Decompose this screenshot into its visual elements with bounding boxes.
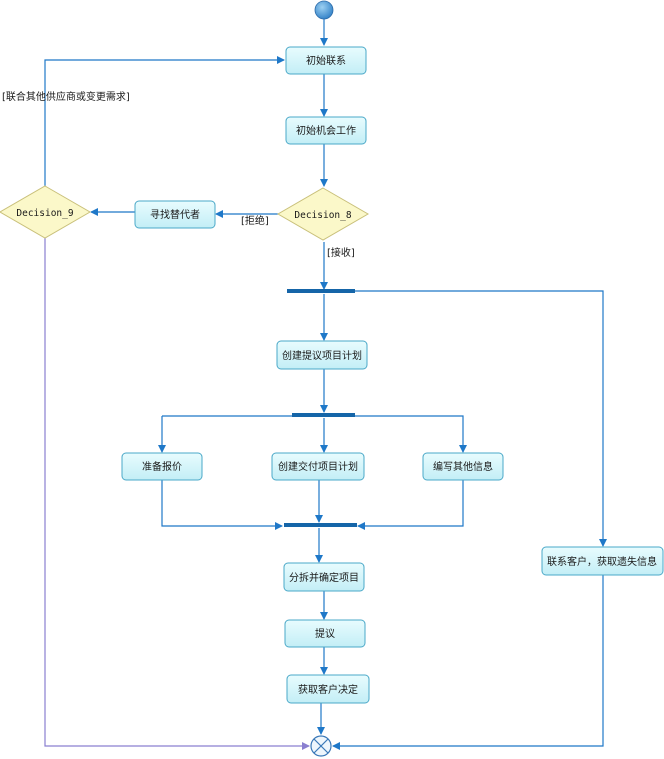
guard-contact-other-suppliers: [联合其他供应商或变更需求] [2, 90, 130, 103]
action-label: 编写其他信息 [433, 460, 493, 473]
flow-final-x2 [313, 738, 329, 754]
flow-contact-customer-to-final [332, 575, 604, 750]
flow-fork-to-contact-customer [354, 290, 607, 547]
action-label: 创建交付项目计划 [278, 460, 358, 473]
action-label: 寻找替代者 [150, 208, 200, 221]
action-box [286, 674, 370, 704]
action-create-proposal-plan[interactable]: 创建提议项目计划 [276, 340, 368, 370]
action-find-alternative[interactable]: 寻找替代者 [134, 200, 216, 229]
decision-8-diamond [277, 187, 369, 241]
action-label: 初始联系 [306, 54, 346, 67]
action-box [283, 562, 365, 592]
decision-8[interactable]: Decision_8 [277, 187, 369, 241]
action-box [422, 452, 504, 481]
fork-bar-1 [287, 289, 355, 293]
flow-prepare-quote-to-join [161, 480, 283, 530]
action-prepare-quote[interactable]: 准备报价 [121, 452, 203, 481]
action-label: 初始机会工作 [296, 124, 356, 137]
action-initial-opportunity-work[interactable]: 初始机会工作 [285, 116, 367, 145]
action-get-customer-decision[interactable]: 获取客户决定 [286, 674, 370, 704]
decision-9-diamond [0, 185, 91, 239]
decision-9-label: Decision_9 [16, 208, 73, 219]
flow-write-info-to-join [357, 480, 464, 530]
decision-9[interactable]: Decision_9 [0, 185, 91, 239]
action-contact-customer-lost-info[interactable]: 联系客户，获取遗失信息 [541, 546, 664, 576]
flow-fork2-to-write-info [354, 415, 467, 453]
action-box [121, 452, 203, 481]
action-label: 创建提议项目计划 [282, 349, 362, 362]
flow-decision9-to-final [44, 238, 310, 750]
action-box [285, 116, 367, 145]
decision-8-label: Decision_8 [294, 210, 351, 221]
action-label: 准备报价 [142, 460, 182, 473]
action-split-and-confirm[interactable]: 分拆并确定项目 [283, 562, 365, 592]
guard-accept: [接收] [327, 246, 355, 259]
action-initial-contact[interactable]: 初始联系 [285, 46, 367, 75]
start-node [314, 0, 334, 20]
action-box [284, 619, 366, 648]
action-label: 分拆并确定项目 [289, 571, 359, 584]
action-box [541, 546, 664, 576]
fork-bar-2 [292, 413, 355, 417]
action-label: 联系客户，获取遗失信息 [547, 555, 657, 568]
join-bar [284, 523, 357, 527]
action-box [285, 46, 367, 75]
flow-lines [44, 19, 607, 750]
action-propose[interactable]: 提议 [284, 619, 366, 648]
guard-reject: [拒绝] [241, 214, 269, 227]
action-box [276, 340, 368, 370]
flow-final-node [310, 735, 332, 757]
action-label: 提议 [315, 628, 335, 640]
action-write-other-info[interactable]: 编写其他信息 [422, 452, 504, 481]
flow-decision9-to-initial-contact [44, 56, 285, 186]
action-label: 获取客户决定 [298, 683, 358, 696]
action-box [271, 452, 365, 481]
action-create-delivery-plan[interactable]: 创建交付项目计划 [271, 452, 365, 481]
action-box [134, 200, 216, 229]
